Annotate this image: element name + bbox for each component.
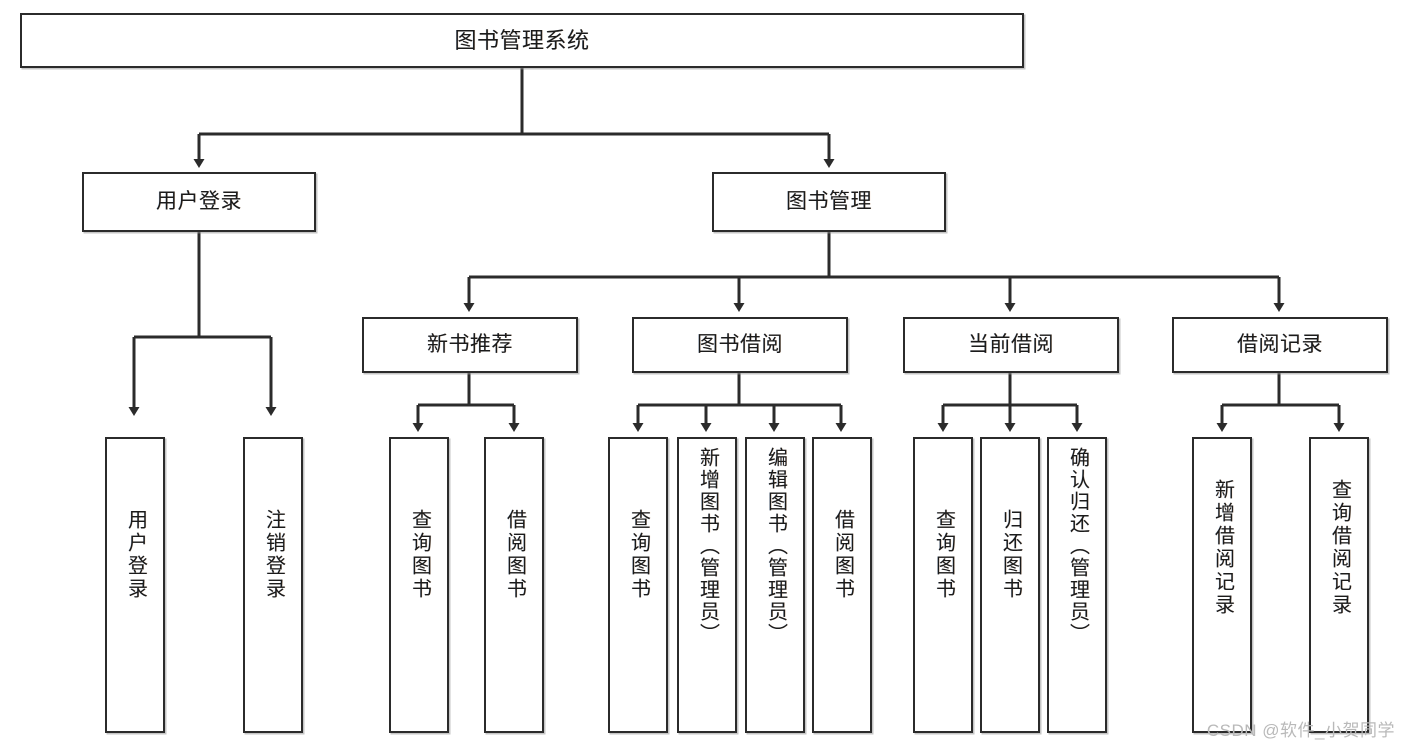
leaf-label: 查询借阅记录 bbox=[1328, 479, 1351, 617]
leaf-label: 查询图书 bbox=[627, 509, 650, 601]
leaf-borrow-book[interactable]: 借阅图书 bbox=[812, 437, 872, 733]
node-user-login[interactable]: 用户登录 bbox=[82, 172, 316, 232]
leaf-label: 查询图书 bbox=[932, 509, 955, 601]
leaf-return-book[interactable]: 归还图书 bbox=[980, 437, 1040, 733]
watermark: CSDN @软件_小贺同学 bbox=[1206, 721, 1395, 740]
leaf-label: 借阅图书 bbox=[831, 509, 854, 601]
leaf-label: 新增图书（管理员） bbox=[696, 447, 719, 645]
leaf-label: 注销登录 bbox=[262, 509, 285, 601]
node-new-book-recommend[interactable]: 新书推荐 bbox=[362, 317, 578, 373]
leaf-add-borrow-record[interactable]: 新增借阅记录 bbox=[1192, 437, 1252, 733]
node-label: 借阅记录 bbox=[1237, 332, 1323, 356]
node-label: 用户登录 bbox=[156, 189, 242, 213]
leaf-query-book-recommend[interactable]: 查询图书 bbox=[389, 437, 449, 733]
node-book-borrow[interactable]: 图书借阅 bbox=[632, 317, 848, 373]
leaf-confirm-return-admin[interactable]: 确认归还（管理员） bbox=[1047, 437, 1107, 733]
node-label: 当前借阅 bbox=[968, 332, 1054, 356]
leaf-label: 用户登录 bbox=[124, 509, 147, 601]
leaf-logout[interactable]: 注销登录 bbox=[243, 437, 303, 733]
node-current-borrow[interactable]: 当前借阅 bbox=[903, 317, 1119, 373]
leaf-user-login[interactable]: 用户登录 bbox=[105, 437, 165, 733]
node-label: 新书推荐 bbox=[427, 332, 513, 356]
leaf-query-book-current[interactable]: 查询图书 bbox=[913, 437, 973, 733]
leaf-label: 查询图书 bbox=[408, 509, 431, 601]
leaf-query-borrow-record[interactable]: 查询借阅记录 bbox=[1309, 437, 1369, 733]
leaf-label: 借阅图书 bbox=[503, 509, 526, 601]
leaf-add-book-admin[interactable]: 新增图书（管理员） bbox=[677, 437, 737, 733]
node-label: 图书管理 bbox=[786, 189, 872, 213]
node-label: 图书管理系统 bbox=[454, 27, 590, 53]
node-book-management[interactable]: 图书管理 bbox=[712, 172, 946, 232]
leaf-label: 归还图书 bbox=[999, 509, 1022, 601]
leaf-query-book-borrow[interactable]: 查询图书 bbox=[608, 437, 668, 733]
leaf-label: 新增借阅记录 bbox=[1211, 479, 1234, 617]
leaf-label: 确认归还（管理员） bbox=[1066, 447, 1089, 645]
leaf-label: 编辑图书（管理员） bbox=[764, 447, 787, 645]
node-root-system[interactable]: 图书管理系统 bbox=[20, 13, 1024, 68]
leaf-borrow-book-recommend[interactable]: 借阅图书 bbox=[484, 437, 544, 733]
node-label: 图书借阅 bbox=[697, 332, 783, 356]
leaf-edit-book-admin[interactable]: 编辑图书（管理员） bbox=[745, 437, 805, 733]
node-borrow-records[interactable]: 借阅记录 bbox=[1172, 317, 1388, 373]
